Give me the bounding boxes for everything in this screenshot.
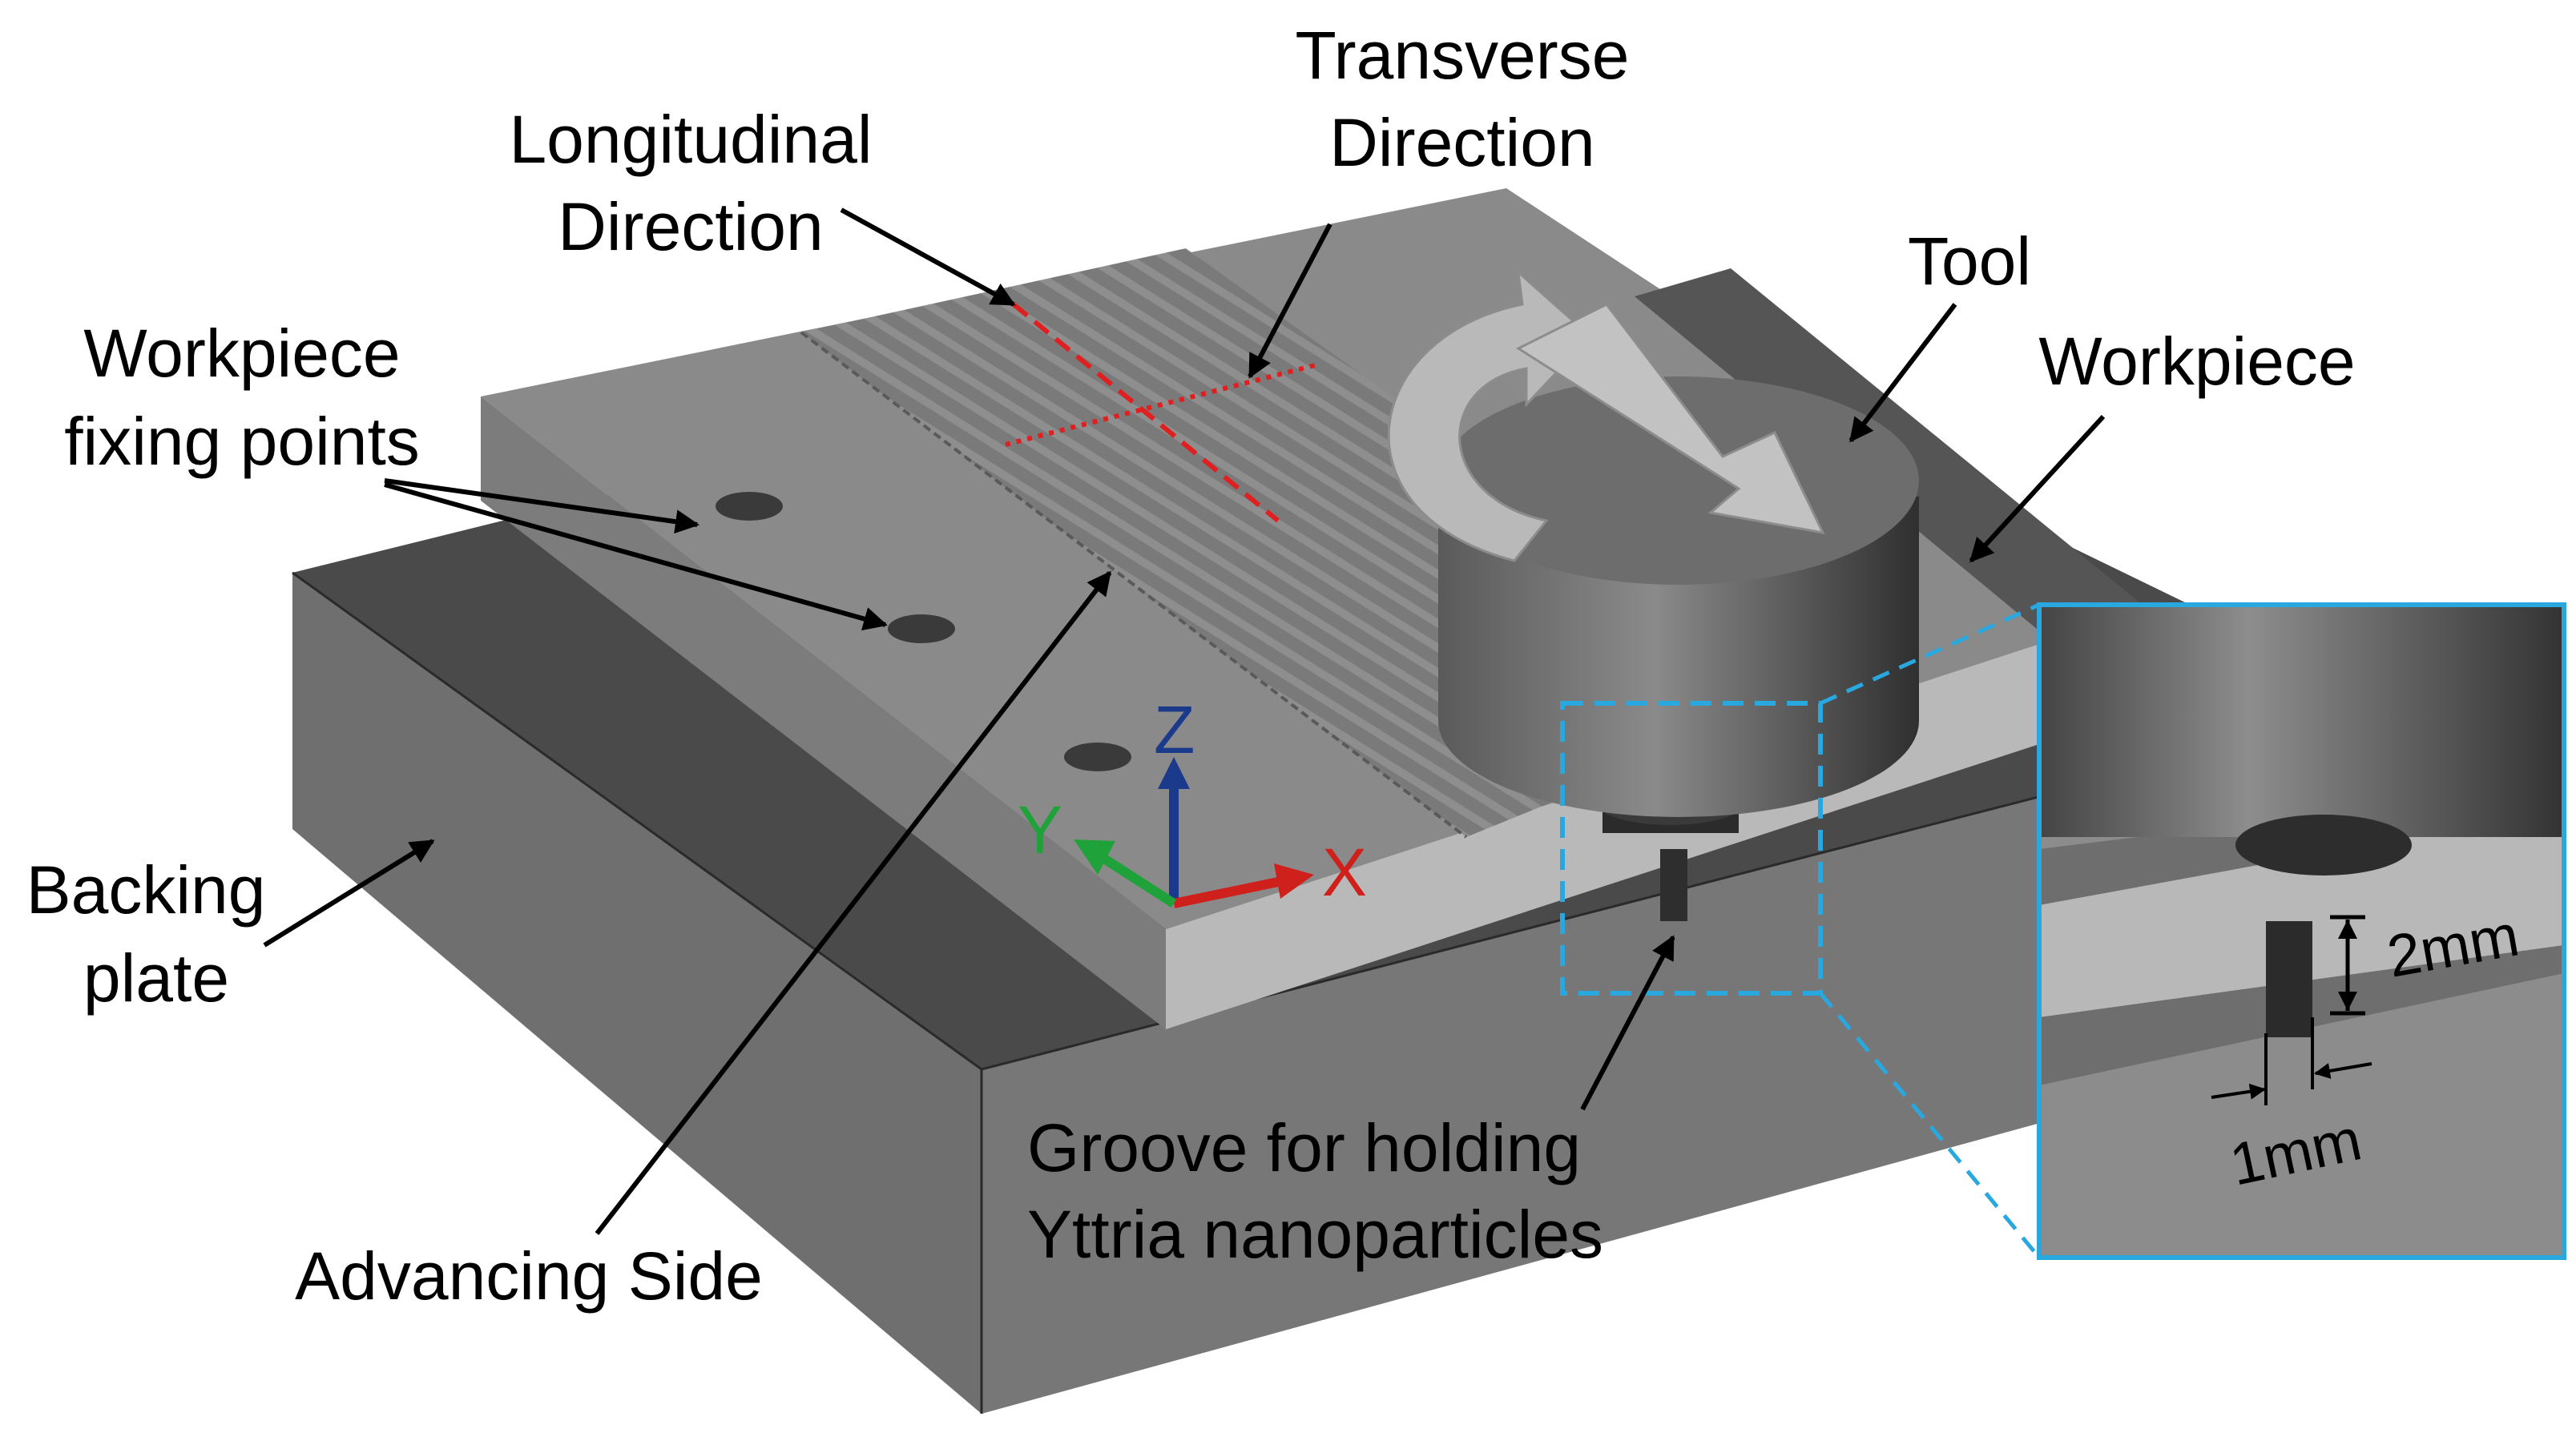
axis-x-label: X (1322, 835, 1367, 910)
fixing-points-label-line2: fixing points (64, 404, 420, 479)
longitudinal-label-line1: Longitudinal (509, 102, 872, 177)
groove-label-line2: Yttria nanoparticles (1027, 1197, 1603, 1272)
zoom-inset (2039, 605, 2564, 1258)
transverse-label-line1: Transverse (1295, 18, 1629, 93)
longitudinal-line (1012, 302, 1280, 523)
axis-z-label: Z (1154, 692, 1195, 767)
tool-shoulder-top (1438, 376, 1919, 585)
tool (1387, 269, 1919, 833)
longitudinal-label-line2: Direction (558, 189, 823, 264)
groove (1660, 849, 1687, 921)
zoom-source-box (1560, 701, 1823, 996)
groove-label-line1: Groove for holding (1027, 1110, 1581, 1185)
workpiece-label: Workpiece (2038, 324, 2355, 399)
inset-groove (2266, 921, 2312, 1037)
traverse-arrow-icon (1515, 303, 1825, 534)
tool-label: Tool (1908, 223, 2031, 299)
direction-lines (1005, 302, 1319, 523)
workpiece-left-face (481, 396, 1166, 1029)
fixing-hole (1064, 743, 1131, 771)
leader-arrows (263, 207, 2106, 1235)
fixing-points-label-line1: Workpiece (83, 316, 400, 391)
backing-plate-label-line2: plate (83, 940, 229, 1016)
transverse-label-line2: Direction (1329, 105, 1594, 180)
axis-y-label: Y (1018, 792, 1062, 867)
backing-plate-label-line1: Backing (26, 852, 266, 928)
labels: Longitudinal Direction Transverse Direct… (26, 18, 2356, 1314)
fixing-hole (716, 492, 783, 521)
backing-plate-left-face (292, 573, 982, 1414)
coordinate-axes: Z X Y (1018, 692, 1367, 910)
advancing-side-label: Advancing Side (295, 1238, 763, 1314)
fixing-hole (888, 614, 955, 643)
transverse-line (1005, 362, 1319, 447)
zoom-inset-frame (2037, 602, 2566, 1260)
